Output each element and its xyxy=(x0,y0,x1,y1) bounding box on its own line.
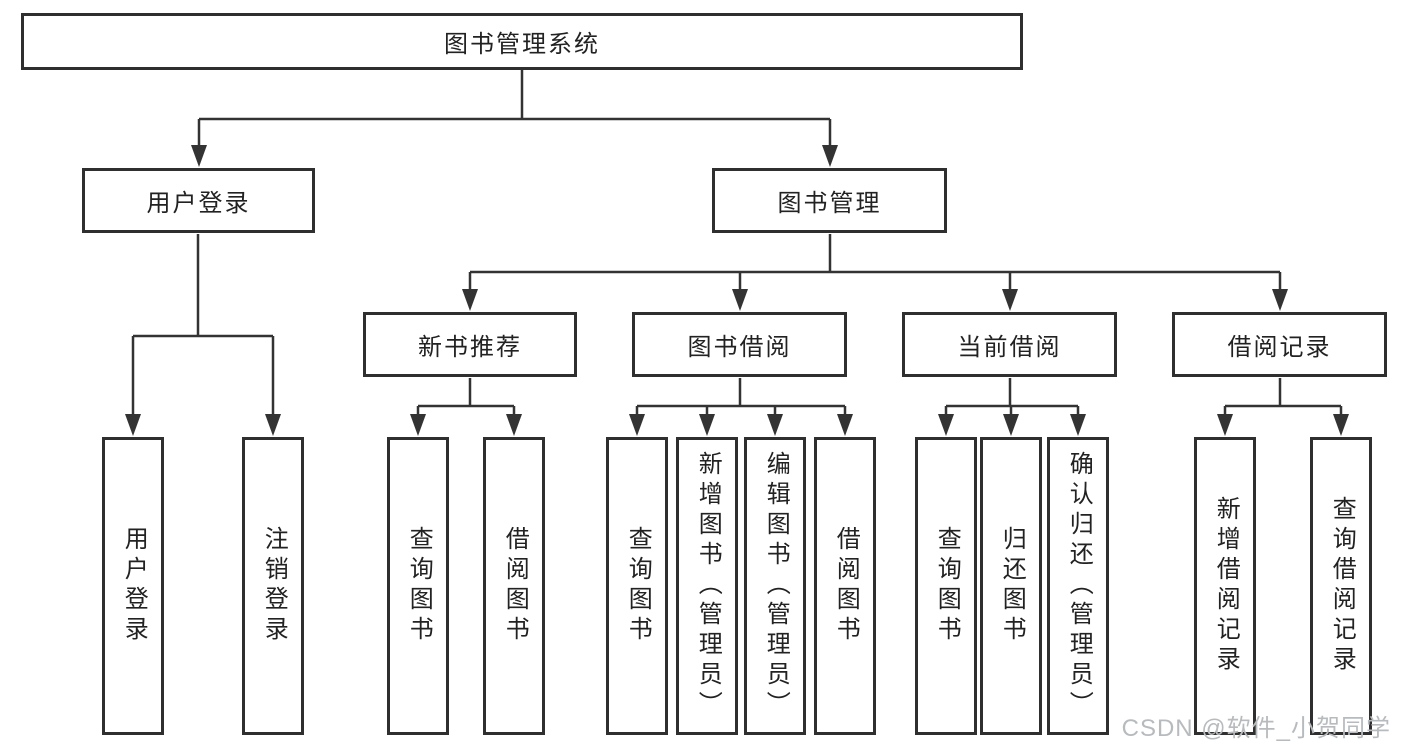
leaf-borrow-query-books-label: 查询图书 xyxy=(624,526,652,646)
leaf-add-borrow-record-label: 新增借阅记录 xyxy=(1212,496,1240,676)
node-new-book-recommend-label: 新书推荐 xyxy=(418,334,522,361)
leaf-logout: 注销登录 xyxy=(242,437,304,735)
leaf-add-book-admin-label: 新增图书（管理员） xyxy=(694,451,722,721)
leaf-recommend-borrow-books-label: 借阅图书 xyxy=(501,526,529,646)
leaf-user-login: 用户登录 xyxy=(102,437,164,735)
node-borrow-records-label: 借阅记录 xyxy=(1227,334,1332,361)
node-library-system: 图书管理系统 xyxy=(21,13,1023,70)
node-new-book-recommend: 新书推荐 xyxy=(363,312,577,377)
leaf-borrow-books: 借阅图书 xyxy=(814,437,876,735)
leaf-return-books-label: 归还图书 xyxy=(998,526,1026,646)
node-library-system-label: 图书管理系统 xyxy=(444,31,600,58)
node-user-login-label: 用户登录 xyxy=(146,190,251,217)
leaf-recommend-borrow-books: 借阅图书 xyxy=(483,437,545,735)
leaf-logout-label: 注销登录 xyxy=(260,526,288,646)
leaf-edit-book-admin-label: 编辑图书（管理员） xyxy=(762,451,790,721)
node-book-borrow-label: 图书借阅 xyxy=(687,334,792,361)
leaf-confirm-return-admin: 确认归还（管理员） xyxy=(1047,437,1109,735)
node-user-login: 用户登录 xyxy=(82,168,315,233)
leaf-return-books: 归还图书 xyxy=(980,437,1042,735)
leaf-confirm-return-admin-label: 确认归还（管理员） xyxy=(1065,451,1093,721)
leaf-query-borrow-record-label: 查询借阅记录 xyxy=(1328,496,1356,676)
node-current-borrow-label: 当前借阅 xyxy=(957,334,1062,361)
leaf-add-book-admin: 新增图书（管理员） xyxy=(676,437,738,735)
leaf-borrow-books-label: 借阅图书 xyxy=(832,526,860,646)
node-book-management-label: 图书管理 xyxy=(777,190,882,217)
leaf-recommend-query-books: 查询图书 xyxy=(387,437,449,735)
leaf-current-query-books: 查询图书 xyxy=(915,437,977,735)
leaf-user-login-label: 用户登录 xyxy=(120,526,148,646)
node-current-borrow: 当前借阅 xyxy=(902,312,1117,377)
leaf-query-borrow-record: 查询借阅记录 xyxy=(1310,437,1372,735)
node-book-borrow: 图书借阅 xyxy=(632,312,847,377)
leaf-edit-book-admin: 编辑图书（管理员） xyxy=(744,437,806,735)
leaf-current-query-books-label: 查询图书 xyxy=(933,526,961,646)
leaf-recommend-query-books-label: 查询图书 xyxy=(405,526,433,646)
csdn-watermark: CSDN @软件_小贺同学 xyxy=(1121,715,1391,742)
leaf-borrow-query-books: 查询图书 xyxy=(606,437,668,735)
leaf-add-borrow-record: 新增借阅记录 xyxy=(1194,437,1256,735)
node-borrow-records: 借阅记录 xyxy=(1172,312,1387,377)
node-book-management: 图书管理 xyxy=(712,168,947,233)
